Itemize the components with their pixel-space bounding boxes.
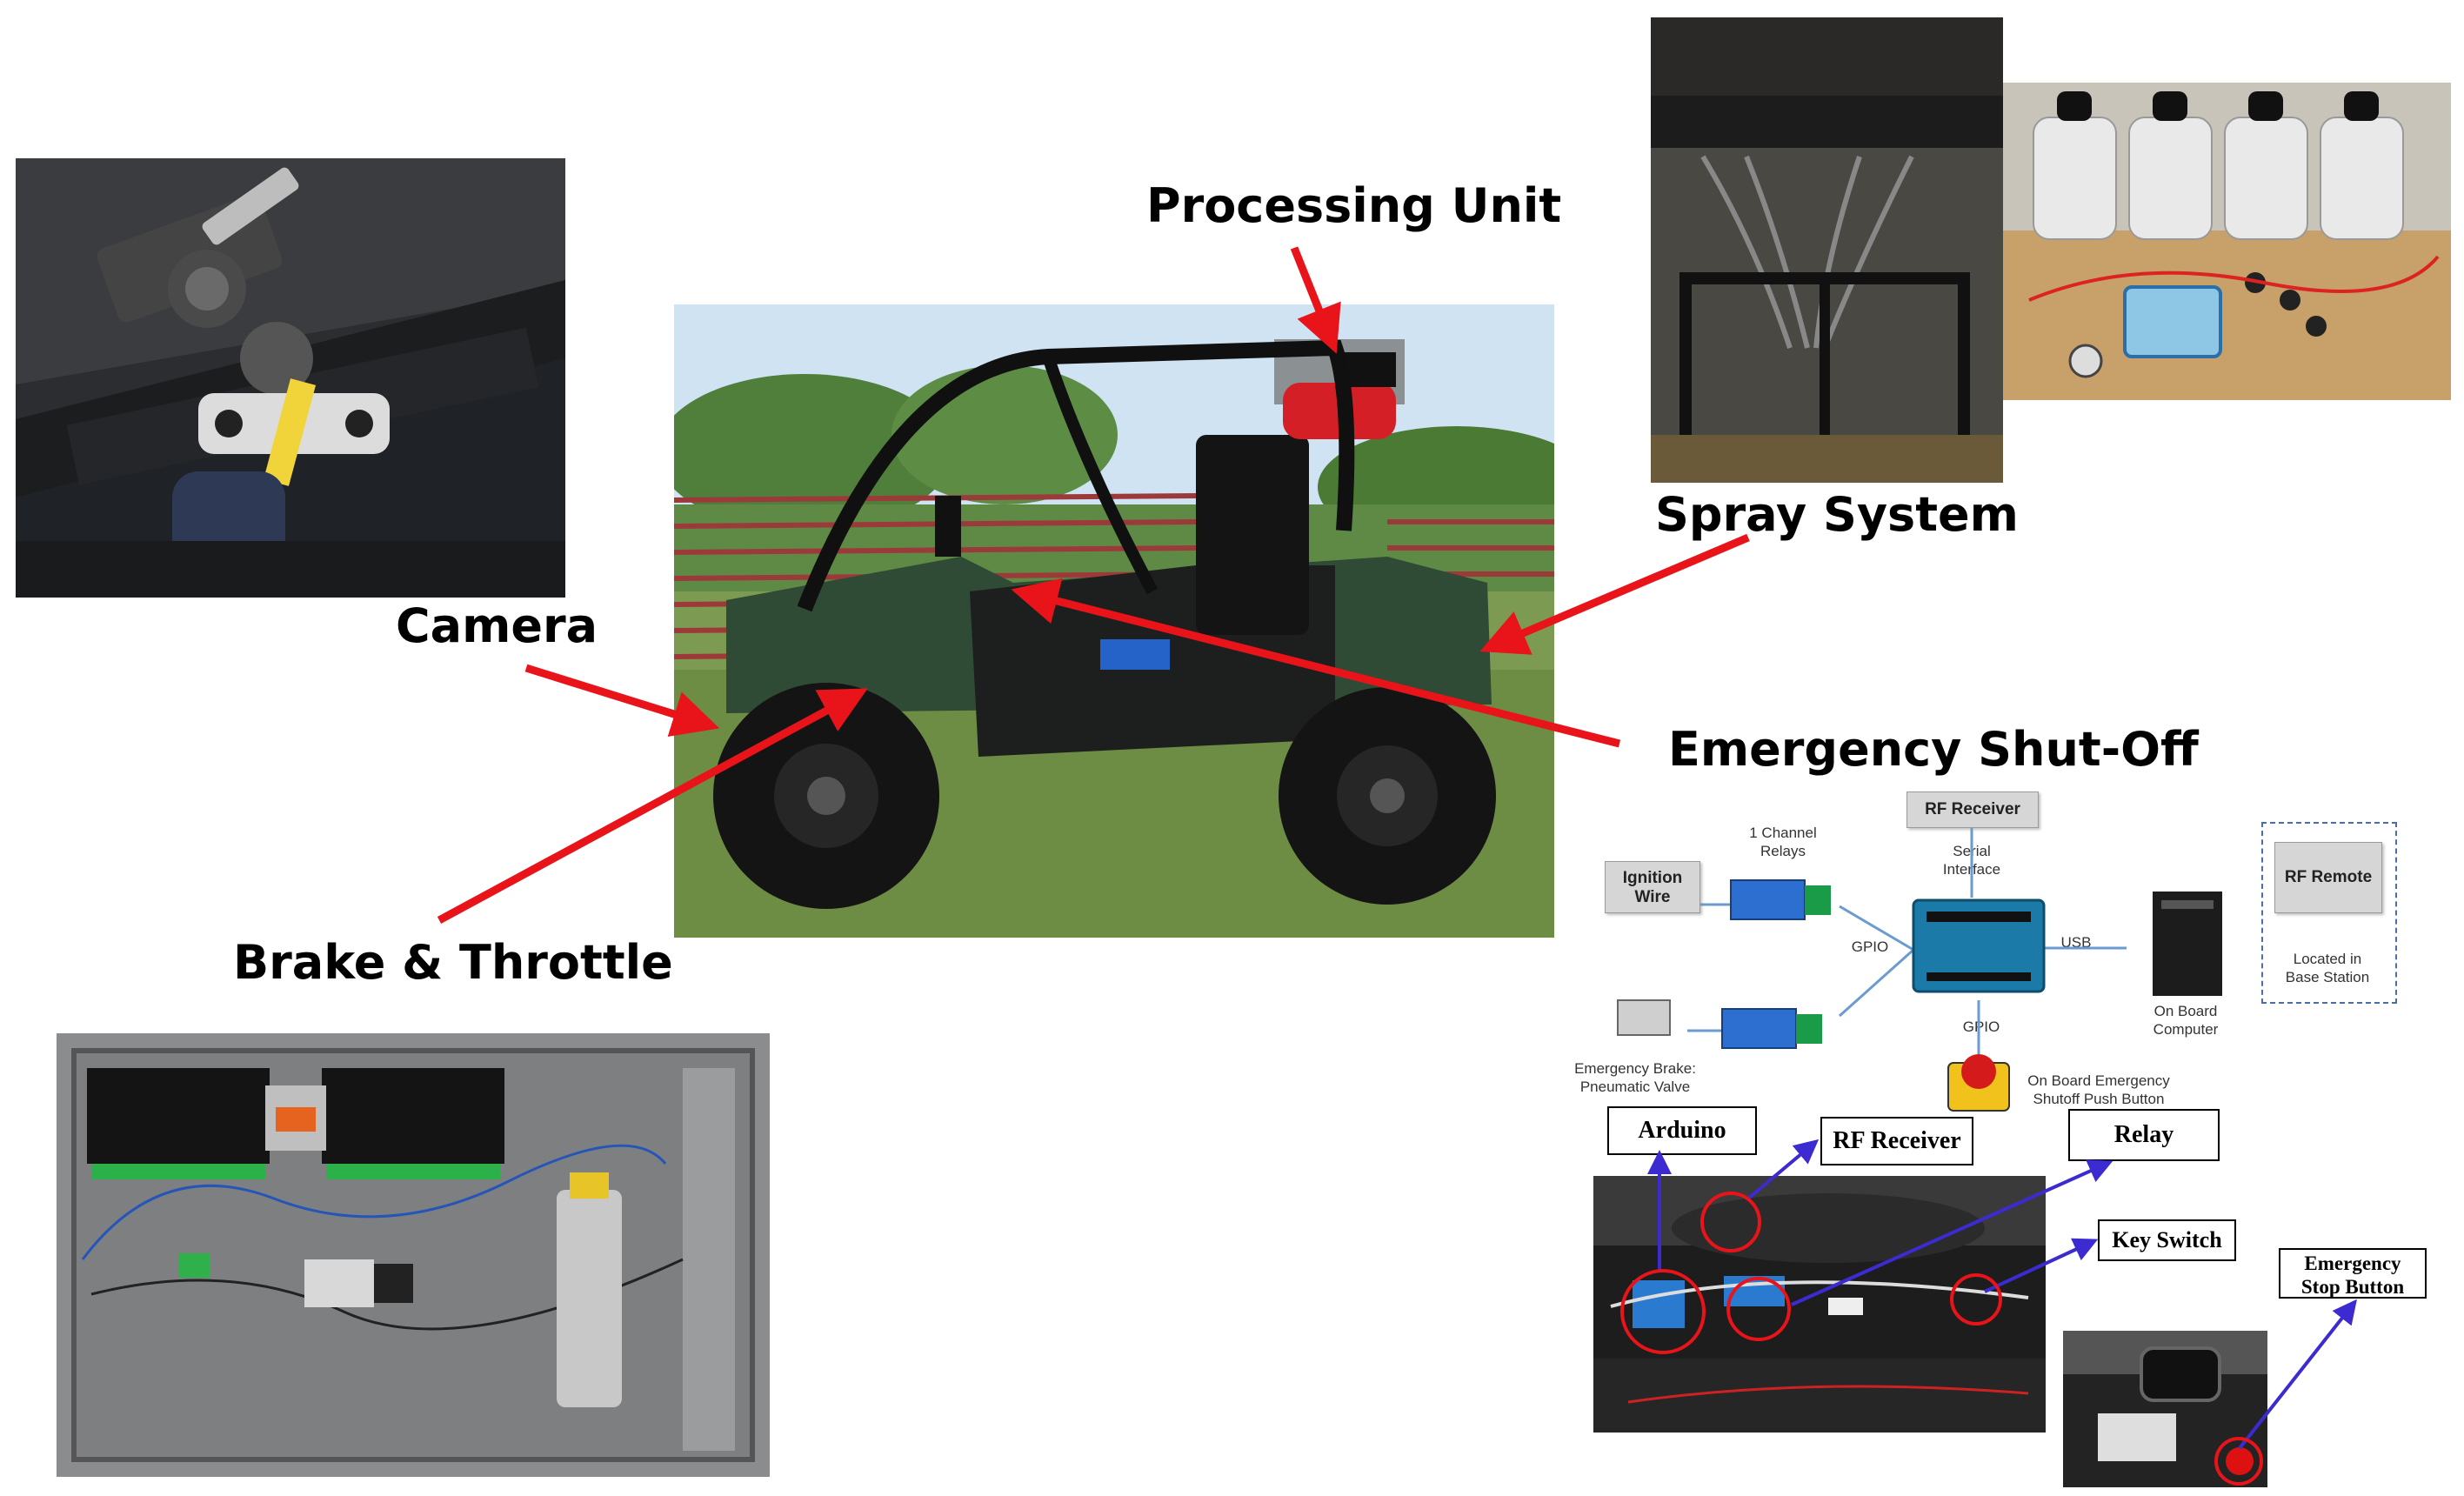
gpio-left-label: GPIO [1851,938,1889,955]
arduino-callout: Arduino [1607,1106,1757,1155]
spray-system-label: Spray System [1655,487,2019,542]
key-switch-highlight-circle [1950,1273,2002,1326]
camera-arrow [524,664,720,738]
emergency-shutoff-label: Emergency Shut-Off [1668,722,2199,777]
rf-remote-dashed-box [2261,822,2397,1004]
estop-highlight-circle [2214,1437,2263,1486]
pneumatic-valve-icon [1617,999,1671,1036]
relay-pointer [1791,1159,2113,1306]
relay-highlight-circle [1726,1277,1791,1341]
rf-receiver-callout: RF Receiver [1820,1117,1973,1165]
arduino-board-icon [1912,898,2046,993]
gpio-bottom-label: GPIO [1962,1018,2000,1035]
camera-label: Camera [396,598,598,653]
camera-photo [16,158,565,598]
spray-system-tanks-photo [2003,83,2451,400]
rf-remote-block: RF Remote [2274,842,2382,913]
brake-throttle-arrow [437,688,868,924]
rf-receiver-block: RF Receiver [1906,791,2039,828]
arduino-highlight-circle [1620,1269,1706,1354]
spray-system-arrow [1479,533,1750,655]
estop-photo [2063,1331,2267,1487]
relay-icon [1721,1008,1797,1049]
brake-throttle-label: Brake & Throttle [233,935,673,990]
emergency-shutoff-arrow [1011,578,1621,748]
processing-unit-label: Processing Unit [1146,178,1562,233]
key-switch-pointer [1984,1238,2099,1293]
spray-system-undercarriage-photo [1651,17,2003,483]
relay-callout: Relay [2068,1109,2220,1161]
vehicle-photo [674,304,1554,938]
rf-receiver-pointer [1746,1139,1820,1200]
processing-unit-arrow [1290,246,1341,354]
estop-pointer [2238,1299,2357,1450]
rf-receiver-highlight-circle [1700,1192,1761,1252]
usb-label: USB [2060,934,2092,951]
brake-throttle-photo [57,1033,770,1477]
key-switch-callout: Key Switch [2098,1219,2236,1261]
brake-valve-label: Emergency Brake:Pneumatic Valve [1574,1060,1696,1095]
